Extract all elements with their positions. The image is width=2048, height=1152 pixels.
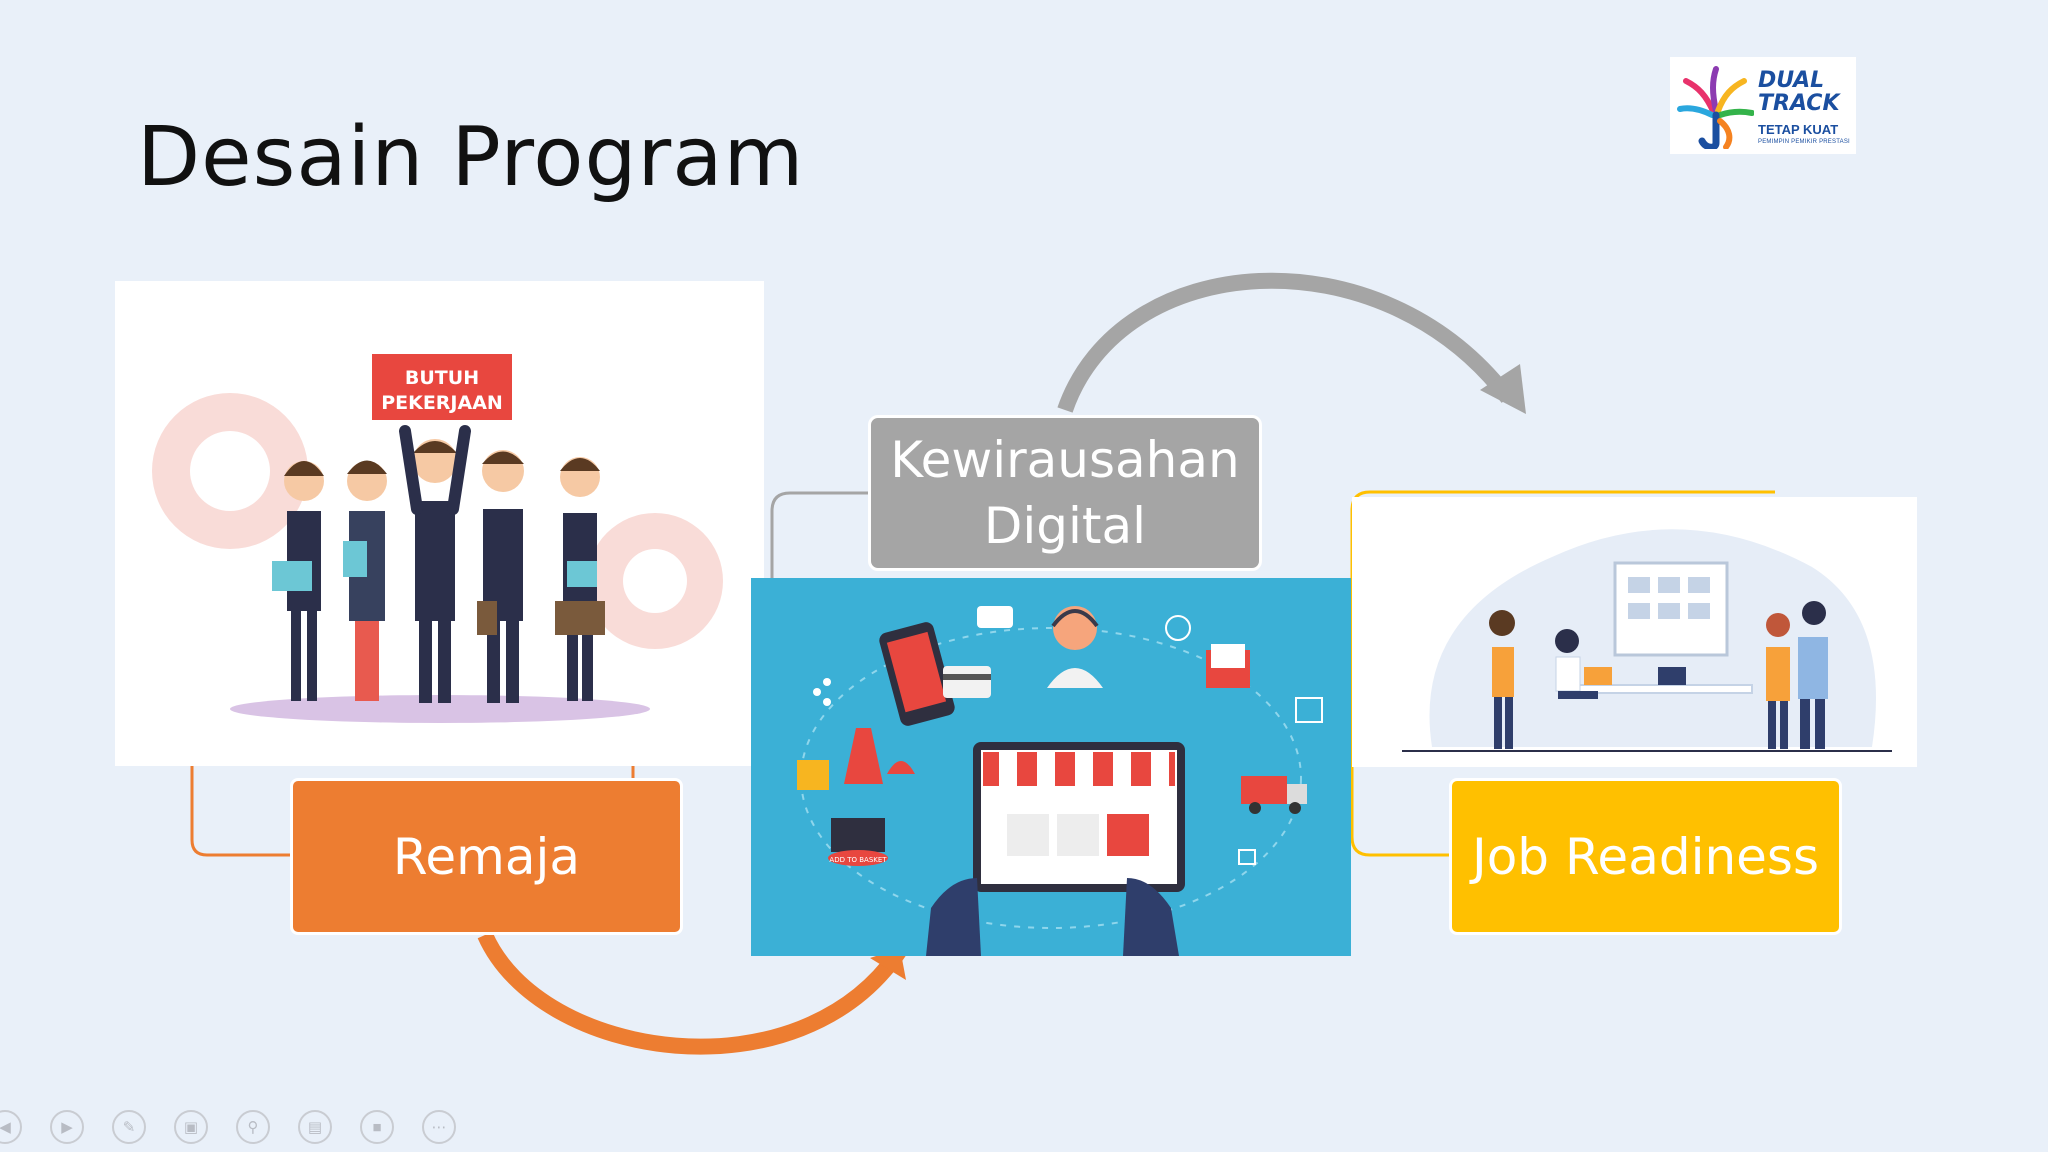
logo-burst-icon <box>1677 66 1754 149</box>
previous-icon[interactable]: ◀ <box>0 1110 22 1144</box>
kewirausahan-bracket <box>770 491 868 578</box>
sign-line2: PEKERJAAN <box>381 392 503 414</box>
job-seekers-illustration: BUTUH PEKERJAAN <box>152 354 723 723</box>
shirt-icon <box>797 760 829 790</box>
logo-text-track: TRACK <box>1758 91 1840 116</box>
remaja-label-text: Remaja <box>392 827 581 886</box>
camera-off-icon[interactable]: ■ <box>360 1110 394 1144</box>
dress-icon <box>844 728 883 784</box>
chat-bubble-icon <box>977 606 1013 628</box>
job-readiness-illustration-frame <box>1352 497 1917 767</box>
thumbs-up-icon <box>1238 849 1256 865</box>
kewirausahan-label-line2: Digital <box>983 497 1147 555</box>
kewirausahan-digital-label: Kewirausahan Digital <box>868 415 1262 571</box>
ecommerce-illustration-panel: ADD TO BASKET <box>751 578 1351 956</box>
mail-icon <box>1206 644 1250 688</box>
hat-icon <box>887 761 915 774</box>
right-hand <box>1123 878 1179 956</box>
sign-line1: BUTUH <box>405 367 479 389</box>
calendar-icon <box>1295 697 1323 723</box>
share-icon <box>813 678 831 706</box>
clock-icon <box>1165 615 1191 641</box>
zoom-icon[interactable]: ⚲ <box>236 1110 270 1144</box>
orange-arrowhead <box>870 948 906 980</box>
smartphone-cart-icon <box>879 622 955 726</box>
remaja-illustration-frame: BUTUH PEKERJAAN <box>115 281 764 766</box>
left-hand <box>926 878 981 956</box>
kewirausahan-label-line1: Kewirausahan <box>890 431 1240 489</box>
orange-curved-arrow <box>477 931 907 1055</box>
office-team-illustration <box>1402 529 1892 752</box>
remaja-label: Remaja <box>290 778 683 935</box>
remaja-bracket <box>190 766 290 857</box>
logo-text-dual: DUAL <box>1758 68 1825 93</box>
logo-text-motto: PEMIMPIN PEMIKIR PRESTASI <box>1758 139 1850 145</box>
more-icon[interactable]: ⋯ <box>422 1110 456 1144</box>
slide-title: Desain Program <box>137 110 805 205</box>
slides-icon[interactable]: ▣ <box>174 1110 208 1144</box>
credit-card-icon <box>943 666 991 698</box>
gray-arrowhead <box>1480 364 1526 414</box>
shopping-basket-icon: ADD TO BASKET <box>828 818 888 866</box>
delivery-truck-icon <box>1241 776 1307 814</box>
gray-curved-arrow <box>1057 272 1515 413</box>
dual-track-logo: DUAL TRACK TETAP KUAT PEMIMPIN PEMIKIR P… <box>1670 57 1856 154</box>
next-icon[interactable]: ▶ <box>50 1110 84 1144</box>
ecommerce-illustration: ADD TO BASKET <box>797 606 1323 956</box>
support-agent-icon <box>1047 606 1103 688</box>
logo-text-tagline: TETAP KUAT <box>1758 122 1839 137</box>
tablet-shop-icon <box>973 742 1185 892</box>
presentation-toolbar: ◀ ▶ ✎ ▣ ⚲ ▤ ■ ⋯ <box>0 1110 470 1148</box>
pen-icon[interactable]: ✎ <box>112 1110 146 1144</box>
subtitles-icon[interactable]: ▤ <box>298 1110 332 1144</box>
basket-label: ADD TO BASKET <box>829 856 887 864</box>
job-readiness-label-text: Job Readiness <box>1471 827 1820 886</box>
job-readiness-label: Job Readiness <box>1449 778 1842 935</box>
